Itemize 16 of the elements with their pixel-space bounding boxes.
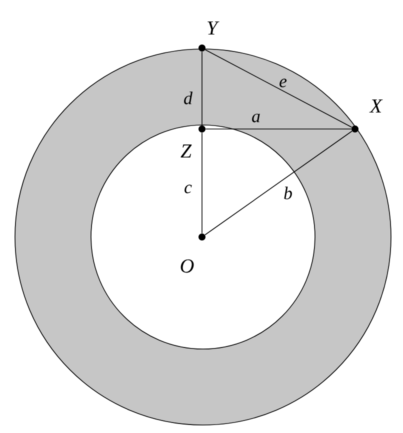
point-label: Y [208, 21, 220, 35]
line-segment [205, 128, 352, 130]
edge-label: d [184, 92, 193, 104]
point-label: Z [180, 144, 192, 158]
edge-label: b [284, 186, 292, 200]
line-segment [204, 49, 352, 128]
point-dot [352, 126, 358, 132]
point-dot [198, 126, 206, 132]
point-dot [198, 234, 206, 240]
edge-label: a [252, 114, 260, 122]
point-dot [198, 44, 206, 52]
edge-label: c [184, 184, 192, 194]
line-segment [204, 130, 352, 236]
point-label: O [180, 259, 194, 273]
point-label: X [369, 99, 383, 113]
edge-label: e [280, 78, 287, 88]
